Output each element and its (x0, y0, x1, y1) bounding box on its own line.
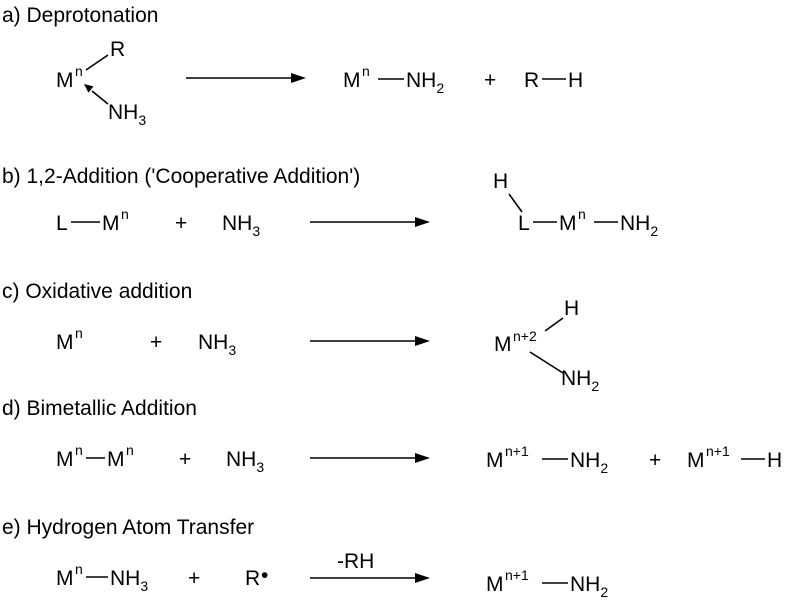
alkyl-group: R (245, 567, 260, 590)
metal-nitrogen-bond (529, 351, 564, 374)
ligand-hydrogen-bond (508, 193, 523, 213)
oxidation-state: n (121, 206, 129, 222)
hydrogen-atom: H (767, 449, 782, 472)
product-cooperative-adduct: H L M n NH2 (493, 170, 658, 239)
reaction-arrow-d (310, 453, 430, 463)
metal-symbol: M (559, 212, 577, 235)
section-a-title: a) Deprotonation (2, 4, 158, 27)
oxidation-state: n (75, 561, 83, 577)
amido-ligand: NH2 (561, 367, 599, 394)
oxidation-state: n (75, 442, 83, 458)
alkyl-group: R (524, 69, 539, 92)
radical-dot: • (261, 564, 268, 587)
reaction-arrow-b (310, 217, 430, 227)
section-d-title: d) Bimetallic Addition (2, 397, 197, 420)
section-d-bimetallic-addition: d) Bimetallic Addition M n M n + NH3 M n… (2, 397, 782, 476)
section-a-deprotonation: a) Deprotonation M n R NH3 M n NH2 + R H (2, 4, 583, 128)
dative-bond-line (91, 90, 109, 105)
hydrogen-atom: H (568, 69, 583, 92)
plus-sign: + (175, 212, 187, 235)
section-b-title: b) 1,2-Addition ('Cooperative Addition') (2, 165, 360, 188)
oxidation-state: n+1 (505, 567, 529, 583)
reactant-metal-alkyl-ammine-complex: M n R NH3 (56, 38, 146, 128)
hydrogen-atom: H (493, 170, 508, 193)
oxidation-state: n (75, 325, 83, 341)
section-e-title: e) Hydrogen Atom Transfer (2, 516, 254, 539)
product-metal-amide: M n+1 NH2 (486, 443, 608, 476)
reactant-ligand-metal-complex: L M n (56, 206, 129, 235)
reactant-metal: M n (56, 325, 83, 354)
product-alkane: R H (524, 69, 583, 92)
ammine-ligand: NH3 (110, 567, 148, 594)
metal-symbol: M (56, 69, 74, 92)
metal-hydride-bond (544, 317, 564, 332)
product-metal-hydride: M n+1 H (687, 443, 782, 472)
metal-symbol: M (343, 69, 361, 92)
metal-symbol: M (56, 567, 74, 590)
metal-symbol: M (494, 333, 512, 356)
product-metal-amide: M n+1 NH2 (486, 567, 608, 600)
arrow-condition-label: -RH (337, 550, 374, 573)
ligand-symbol: L (518, 212, 530, 235)
section-c-title: c) Oxidative addition (2, 280, 192, 303)
amido-ligand: NH2 (406, 69, 444, 96)
plus-sign: + (649, 449, 661, 472)
plus-sign: + (179, 448, 191, 471)
ammonia: NH3 (222, 212, 260, 239)
metal-symbol: M (102, 212, 120, 235)
oxidation-state: n+1 (706, 443, 730, 459)
metal-symbol: M (56, 448, 74, 471)
reactant-dimetal: M n M n (56, 442, 134, 471)
dative-bond-arrowhead (84, 84, 94, 93)
section-b-cooperative-addition: b) 1,2-Addition ('Cooperative Addition')… (2, 165, 658, 239)
plus-sign: + (150, 331, 162, 354)
reactant-radical: R • (245, 564, 268, 590)
oxidation-state: n (126, 442, 134, 458)
plus-sign: + (188, 567, 200, 590)
metal-symbol: M (56, 331, 74, 354)
metal-symbol: M (486, 573, 504, 596)
oxidation-state: n+1 (505, 443, 529, 459)
metal-symbol: M (107, 448, 125, 471)
alkyl-group: R (110, 38, 125, 61)
metal-symbol: M (486, 449, 504, 472)
ammine-ligand: NH3 (108, 101, 146, 128)
reactant-metal-ammine: M n NH3 (56, 561, 148, 594)
hydrogen-atom: H (564, 297, 579, 320)
amido-ligand: NH2 (570, 449, 608, 476)
oxidation-state: n+2 (513, 328, 537, 344)
metal-symbol: M (687, 449, 705, 472)
amido-ligand: NH2 (570, 573, 608, 600)
product-oxidative-adduct: M n+2 H NH2 (494, 297, 599, 394)
section-e-hydrogen-atom-transfer: e) Hydrogen Atom Transfer M n NH3 + R • … (2, 516, 608, 600)
reaction-arrow-c (310, 336, 430, 346)
ammonia: NH3 (198, 331, 236, 358)
section-c-oxidative-addition: c) Oxidative addition M n + NH3 M n+2 H … (2, 280, 599, 394)
metal-alkyl-bond (85, 54, 109, 71)
amido-ligand: NH2 (620, 212, 658, 239)
product-metal-amide: M n NH2 (343, 63, 444, 96)
plus-sign: + (484, 69, 496, 92)
reaction-arrow-a (186, 73, 306, 83)
reaction-arrow-e: -RH (310, 550, 430, 583)
oxidation-state: n (362, 63, 370, 79)
ammonia: NH3 (226, 448, 264, 475)
oxidation-state: n (578, 206, 586, 222)
ligand-symbol: L (56, 212, 68, 235)
oxidation-state: n (75, 63, 83, 79)
